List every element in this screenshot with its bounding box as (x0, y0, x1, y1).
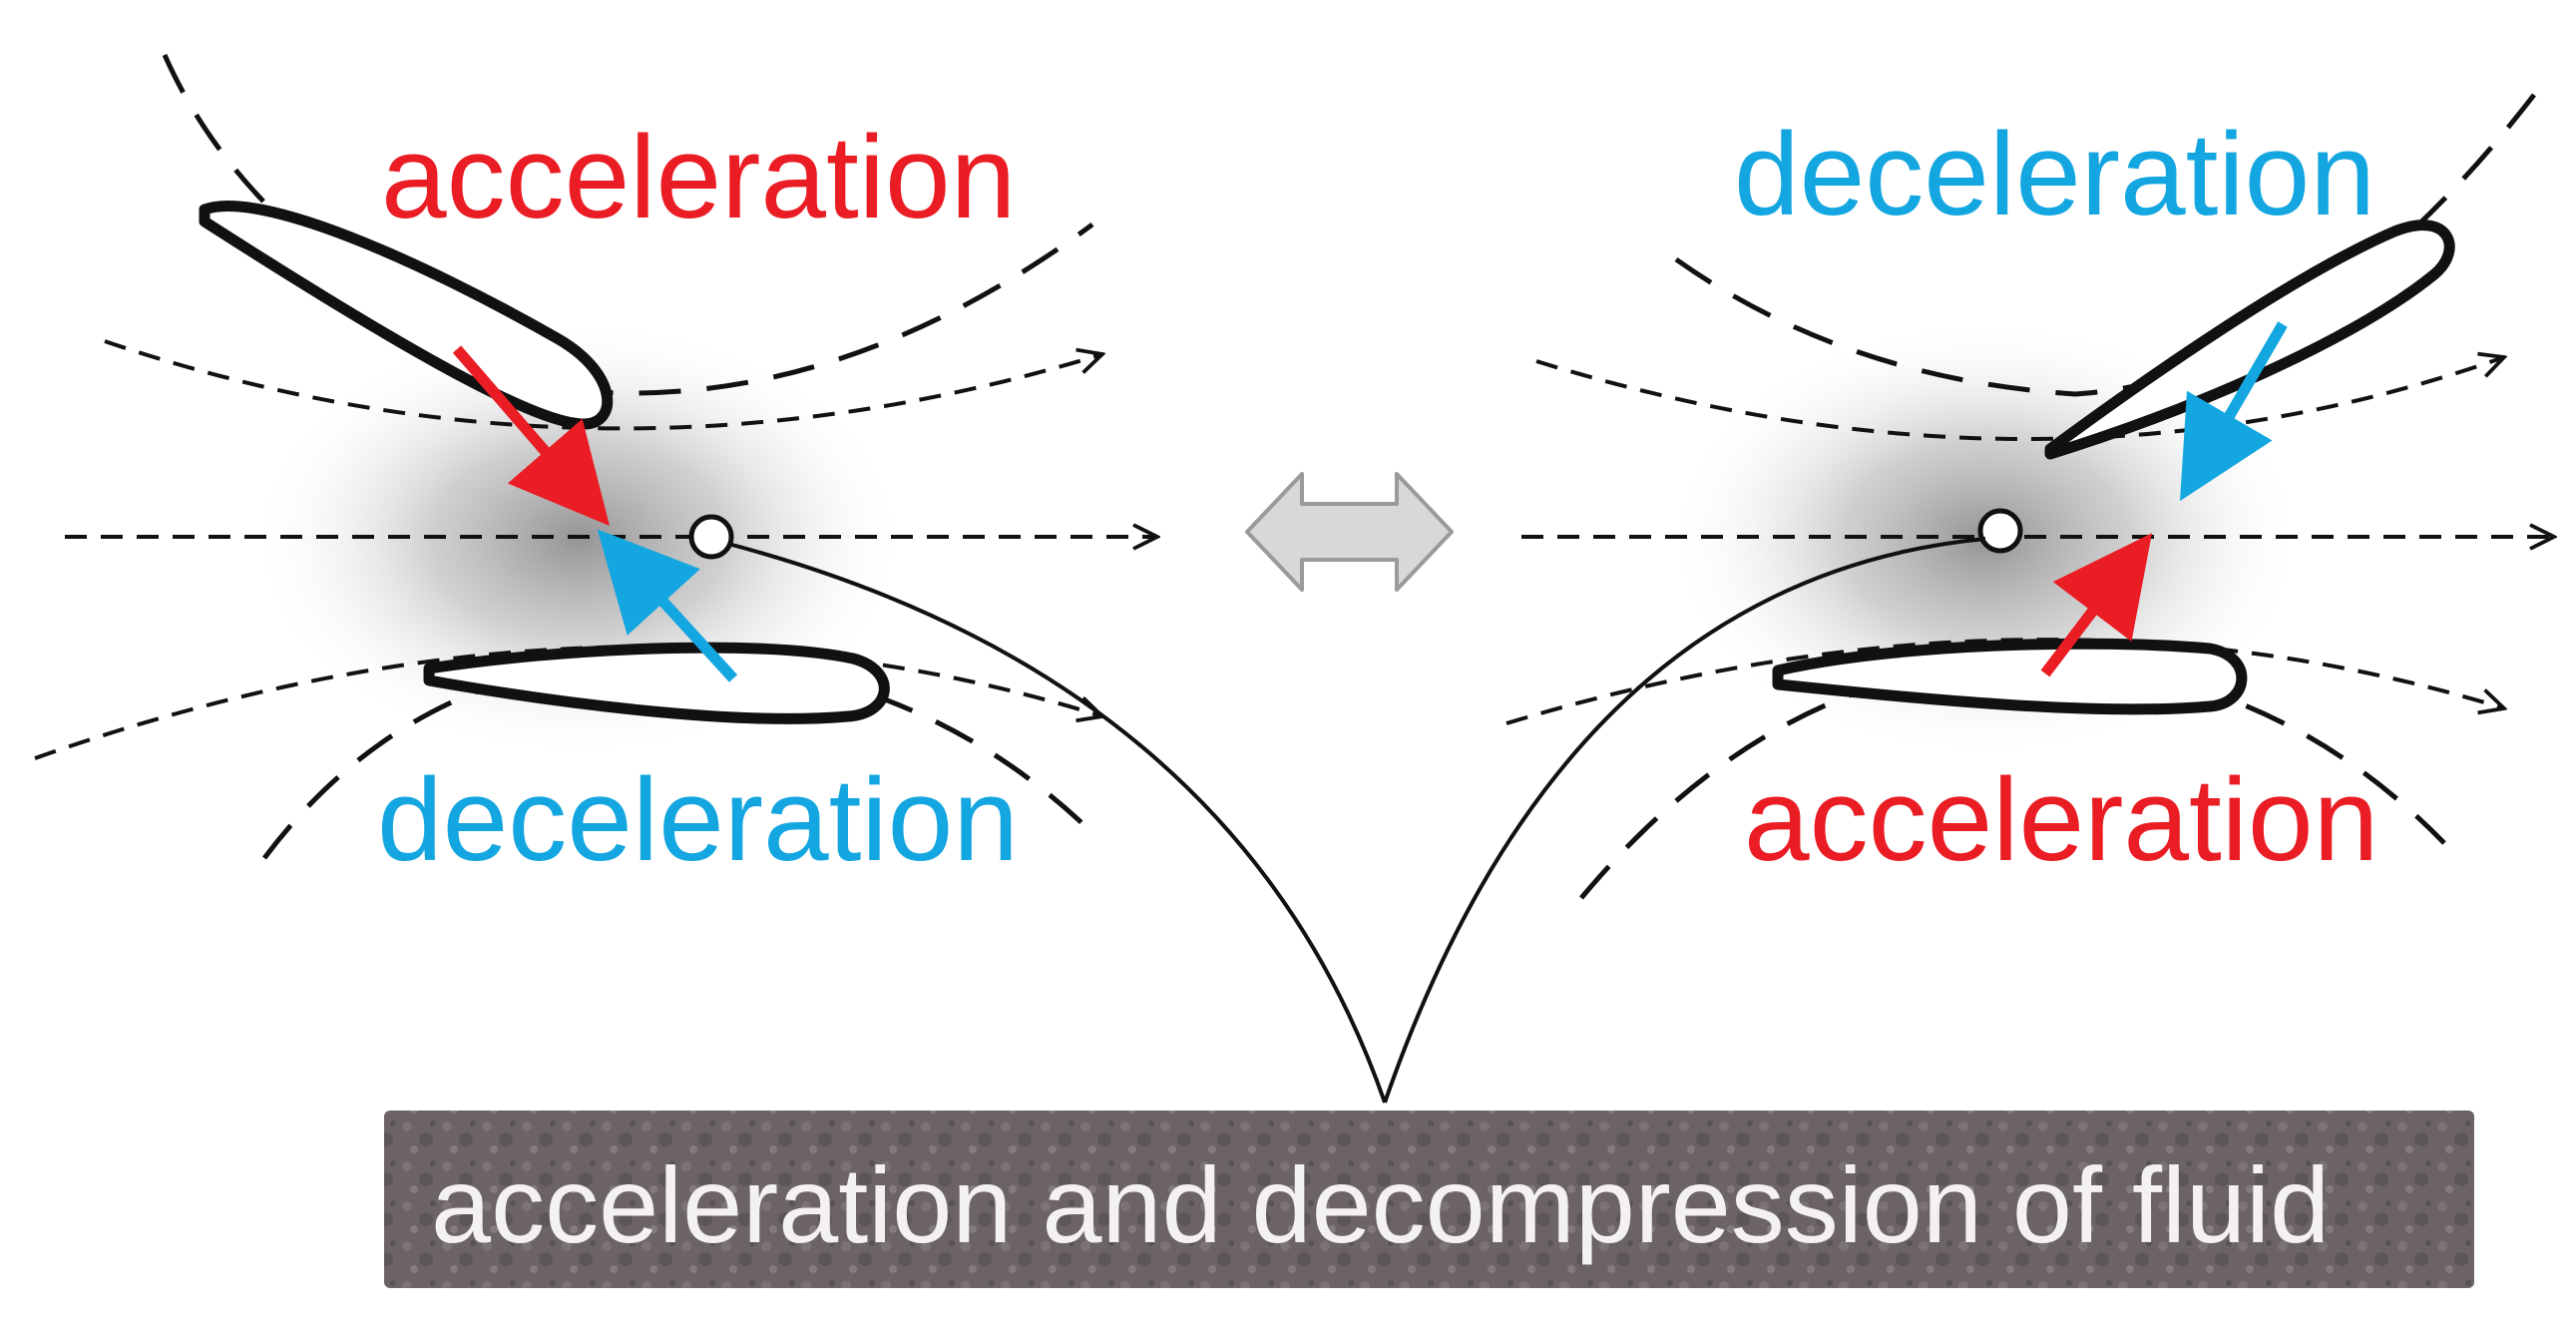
left-bottom-label: deceleration (377, 754, 1019, 886)
right-streamline-upper (1535, 357, 2504, 441)
left-trajectory-curve (727, 542, 1387, 1104)
result-banner: acceleration and decompression of fluid (384, 1111, 2474, 1288)
right-top-label: deceleration (1734, 109, 2375, 240)
left-reference-point (688, 514, 734, 560)
left-acceleration-arrow (452, 345, 610, 526)
double-headed-arrow-icon (1245, 472, 1454, 592)
right-lower-airfoil (1772, 638, 2248, 715)
right-deceleration-arrow (2180, 321, 2288, 502)
left-top-label: acceleration (381, 112, 1016, 243)
right-reference-point (1977, 508, 2023, 554)
right-trajectory-curve (1383, 537, 1986, 1104)
left-upper-airfoil (199, 201, 614, 430)
right-outer-streamline-top (1674, 93, 2536, 397)
left-deceleration-arrow (597, 529, 738, 682)
right-bottom-label: acceleration (1744, 754, 2378, 886)
result-banner-text: acceleration and decompression of fluid (431, 1144, 2330, 1265)
left-lower-airfoil (423, 642, 890, 724)
right-panel: deceleration acceleration (1505, 93, 2554, 900)
right-acceleration-arrow (2040, 533, 2152, 677)
left-outer-streamline-top (162, 53, 1094, 396)
left-panel: acceleration deceleration (34, 53, 1157, 886)
